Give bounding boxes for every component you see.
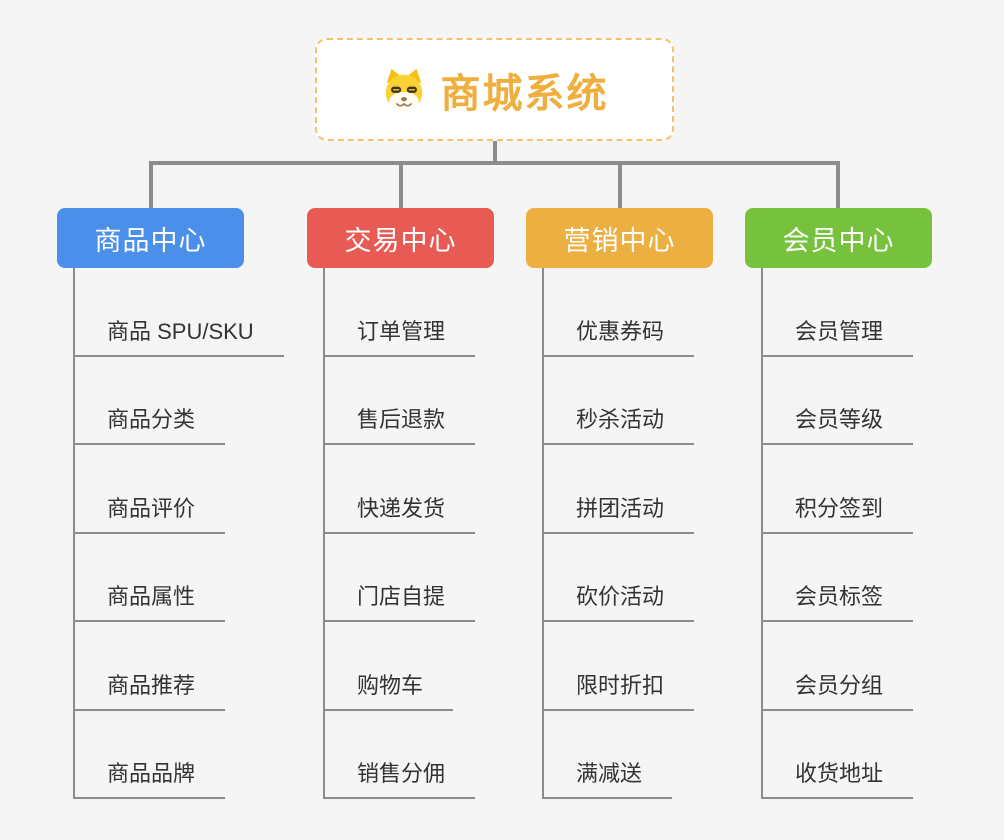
node-sales-commission[interactable]: 销售分佣 bbox=[325, 756, 476, 799]
list-item: 商品属性 bbox=[75, 534, 244, 622]
node-member-management[interactable]: 会员管理 bbox=[763, 314, 914, 357]
list-item: 会员等级 bbox=[763, 357, 932, 445]
list-item: 秒杀活动 bbox=[544, 357, 713, 445]
branch-header-member[interactable]: 会员中心 bbox=[745, 208, 932, 268]
list-item: 商品品牌 bbox=[75, 711, 244, 799]
connector-drop-member bbox=[836, 164, 840, 208]
node-flash-sale[interactable]: 秒杀活动 bbox=[544, 402, 695, 445]
node-coupon-code[interactable]: 优惠券码 bbox=[544, 314, 695, 357]
branch-items-marketing: 优惠券码 秒杀活动 拼团活动 砍价活动 限时折扣 满减送 bbox=[542, 268, 713, 799]
list-item: 商品分类 bbox=[75, 357, 244, 445]
list-item: 优惠券码 bbox=[544, 268, 713, 357]
list-item: 砍价活动 bbox=[544, 534, 713, 622]
branch-items-trade: 订单管理 售后退款 快递发货 门店自提 购物车 销售分佣 bbox=[323, 268, 494, 799]
root-node[interactable]: 商城系统 bbox=[315, 38, 674, 141]
list-item: 会员分组 bbox=[763, 622, 932, 711]
branch-items-product: 商品 SPU/SKU 商品分类 商品评价 商品属性 商品推荐 商品品牌 bbox=[73, 268, 284, 799]
node-full-reduction[interactable]: 满减送 bbox=[544, 756, 673, 799]
branch-header-product[interactable]: 商品中心 bbox=[57, 208, 244, 268]
branch-product-center: 商品中心 商品 SPU/SKU 商品分类 商品评价 商品属性 商品推荐 商品品牌 bbox=[57, 208, 284, 799]
list-item: 商品 SPU/SKU bbox=[75, 268, 284, 357]
list-item: 积分签到 bbox=[763, 445, 932, 534]
node-order-management[interactable]: 订单管理 bbox=[325, 314, 476, 357]
list-item: 拼团活动 bbox=[544, 445, 713, 534]
branch-marketing-center: 营销中心 优惠券码 秒杀活动 拼团活动 砍价活动 限时折扣 满减送 bbox=[526, 208, 713, 799]
connector-drop-product bbox=[149, 164, 153, 208]
root-title: 商城系统 bbox=[440, 71, 609, 116]
node-limited-time-discount[interactable]: 限时折扣 bbox=[544, 668, 695, 711]
connector-bus bbox=[149, 161, 840, 165]
node-member-tag[interactable]: 会员标签 bbox=[763, 579, 914, 622]
branch-header-trade[interactable]: 交易中心 bbox=[307, 208, 494, 268]
connector-drop-marketing bbox=[618, 164, 622, 208]
node-express-delivery[interactable]: 快递发货 bbox=[325, 491, 476, 534]
list-item: 收货地址 bbox=[763, 711, 932, 799]
node-shopping-cart[interactable]: 购物车 bbox=[325, 668, 454, 711]
list-item: 满减送 bbox=[544, 711, 713, 799]
node-shipping-address[interactable]: 收货地址 bbox=[763, 756, 914, 799]
node-product-recommend[interactable]: 商品推荐 bbox=[75, 668, 226, 711]
list-item: 会员管理 bbox=[763, 268, 932, 357]
branch-items-member: 会员管理 会员等级 积分签到 会员标签 会员分组 收货地址 bbox=[761, 268, 932, 799]
node-product-attribute[interactable]: 商品属性 bbox=[75, 579, 226, 622]
list-item: 购物车 bbox=[325, 622, 494, 711]
node-points-checkin[interactable]: 积分签到 bbox=[763, 491, 914, 534]
branch-trade-center: 交易中心 订单管理 售后退款 快递发货 门店自提 购物车 销售分佣 bbox=[307, 208, 494, 799]
node-product-brand[interactable]: 商品品牌 bbox=[75, 756, 226, 799]
node-group-buy[interactable]: 拼团活动 bbox=[544, 491, 695, 534]
list-item: 销售分佣 bbox=[325, 711, 494, 799]
branch-member-center: 会员中心 会员管理 会员等级 积分签到 会员标签 会员分组 收货地址 bbox=[745, 208, 932, 799]
list-item: 门店自提 bbox=[325, 534, 494, 622]
node-product-category[interactable]: 商品分类 bbox=[75, 402, 226, 445]
list-item: 限时折扣 bbox=[544, 622, 713, 711]
node-member-level[interactable]: 会员等级 bbox=[763, 402, 914, 445]
branch-header-marketing[interactable]: 营销中心 bbox=[526, 208, 713, 268]
list-item: 会员标签 bbox=[763, 534, 932, 622]
list-item: 快递发货 bbox=[325, 445, 494, 534]
list-item: 订单管理 bbox=[325, 268, 494, 357]
list-item: 商品评价 bbox=[75, 445, 244, 534]
node-product-spu-sku[interactable]: 商品 SPU/SKU bbox=[75, 314, 284, 357]
node-member-group[interactable]: 会员分组 bbox=[763, 668, 914, 711]
node-bargain-activity[interactable]: 砍价活动 bbox=[544, 579, 695, 622]
connector-root-stem bbox=[493, 140, 497, 163]
connector-drop-trade bbox=[399, 164, 403, 208]
node-after-sale-refund[interactable]: 售后退款 bbox=[325, 402, 476, 445]
node-store-pickup[interactable]: 门店自提 bbox=[325, 579, 476, 622]
dog-icon bbox=[385, 68, 422, 111]
node-product-review[interactable]: 商品评价 bbox=[75, 491, 226, 534]
list-item: 售后退款 bbox=[325, 357, 494, 445]
list-item: 商品推荐 bbox=[75, 622, 244, 711]
